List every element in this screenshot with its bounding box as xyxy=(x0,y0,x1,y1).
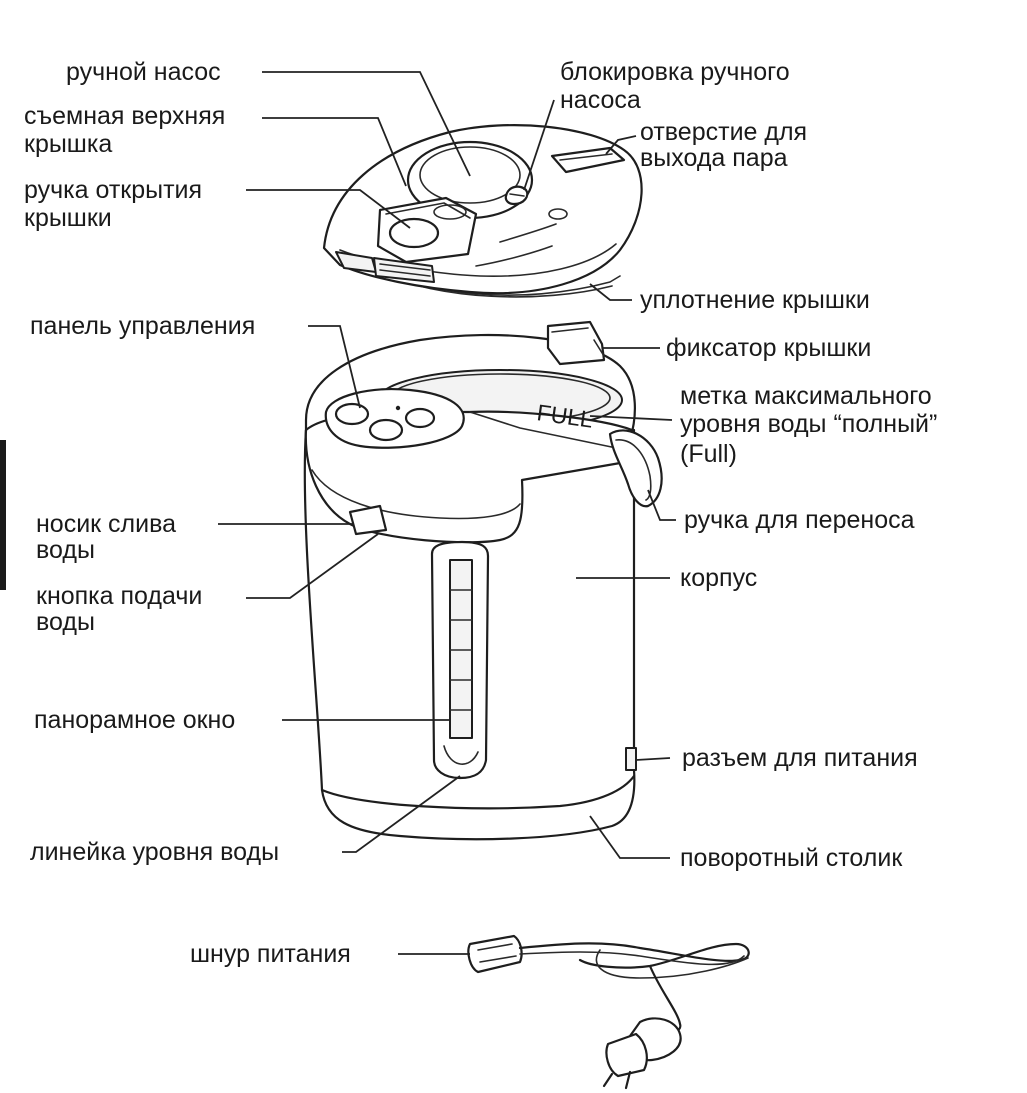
left-edge-mark xyxy=(0,440,6,590)
label-body: корпус xyxy=(680,564,757,592)
label-lid-latch: фиксатор крышки xyxy=(666,334,871,362)
label-top-lid-line2: крышка xyxy=(24,130,112,158)
label-spout-line2: воды xyxy=(36,536,95,564)
label-carry-handle: ручка для переноса xyxy=(684,506,915,534)
label-max-mark-line2: уровня воды “полный” xyxy=(680,410,937,438)
label-level-gauge: линейка уровня воды xyxy=(30,838,279,866)
label-lid-handle-line2: крышки xyxy=(24,204,112,232)
label-power-socket: разъем для питания xyxy=(682,744,918,772)
label-pump-lock-line2: насоса xyxy=(560,86,641,114)
label-power-cord: шнур питания xyxy=(190,940,351,968)
label-steam-vent-line1: отверстие для xyxy=(640,118,807,146)
label-max-mark-line3: (Full) xyxy=(680,440,737,468)
label-spout-line1: носик слива xyxy=(36,510,176,538)
label-dispense-button-line2: воды xyxy=(36,608,95,636)
lid-illustration xyxy=(324,125,642,297)
label-top-lid-line1: съемная верхняя xyxy=(24,102,225,130)
label-steam-vent-line2: выхода пара xyxy=(640,144,788,172)
label-swivel-base: поворотный столик xyxy=(680,844,903,872)
label-lid-handle-line1: ручка открытия xyxy=(24,176,202,204)
label-pump-lock-line1: блокировка ручного xyxy=(560,58,790,86)
label-window: панорамное окно xyxy=(34,706,235,734)
label-control-panel: панель управления xyxy=(30,312,255,340)
label-lid-seal: уплотнение крышки xyxy=(640,286,870,314)
power-cord-illustration xyxy=(468,936,748,1088)
label-max-mark-line1: метка максимального xyxy=(680,382,932,410)
label-hand-pump: ручной насос xyxy=(66,58,221,86)
label-dispense-button-line1: кнопка подачи xyxy=(36,582,202,610)
